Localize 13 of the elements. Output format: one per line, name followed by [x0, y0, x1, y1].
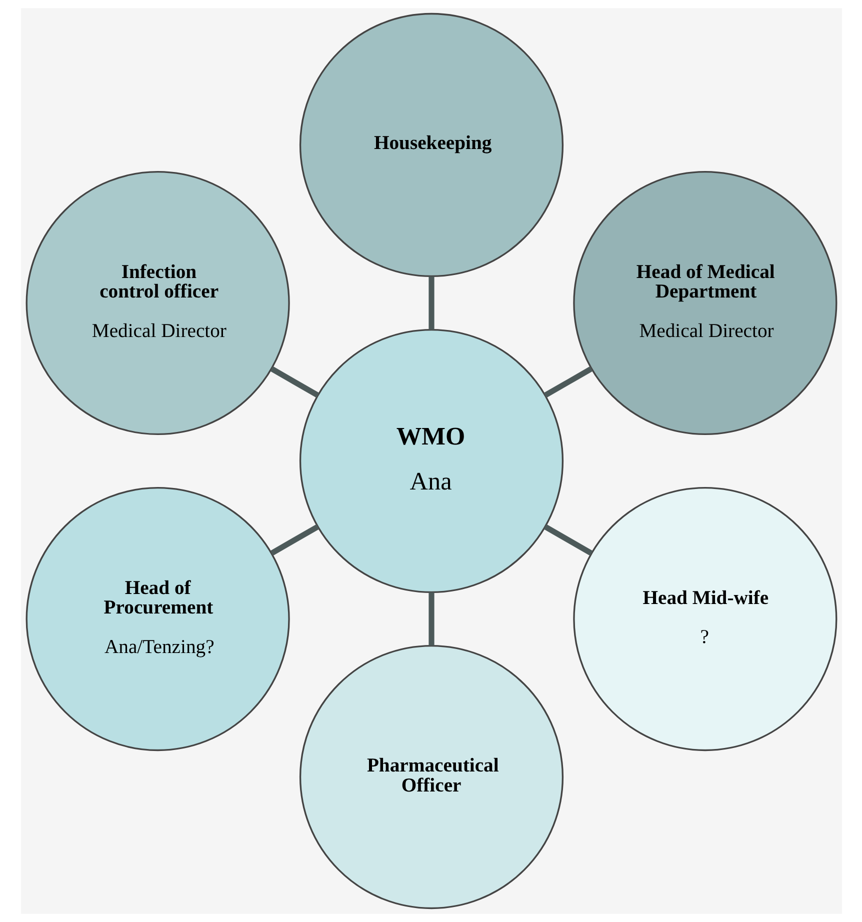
node-circle: Infection control officer Medical Director — [25, 170, 290, 436]
connector — [428, 592, 434, 646]
node-circle: Pharmaceutical Officer — [298, 644, 564, 910]
node-circle: Head of Medical Department Medical Director — [572, 170, 837, 436]
node-circle: Housekeeping — [298, 12, 564, 278]
node-circle: Head of Procurement Ana/Tenzing? — [25, 486, 290, 752]
connector — [543, 524, 592, 556]
node-circle: WMO Ana — [298, 328, 564, 594]
connector — [543, 366, 592, 398]
node-circle: Head Mid-wife ? — [572, 486, 837, 752]
connector — [270, 366, 319, 398]
connector — [428, 276, 434, 330]
connector — [270, 524, 319, 556]
